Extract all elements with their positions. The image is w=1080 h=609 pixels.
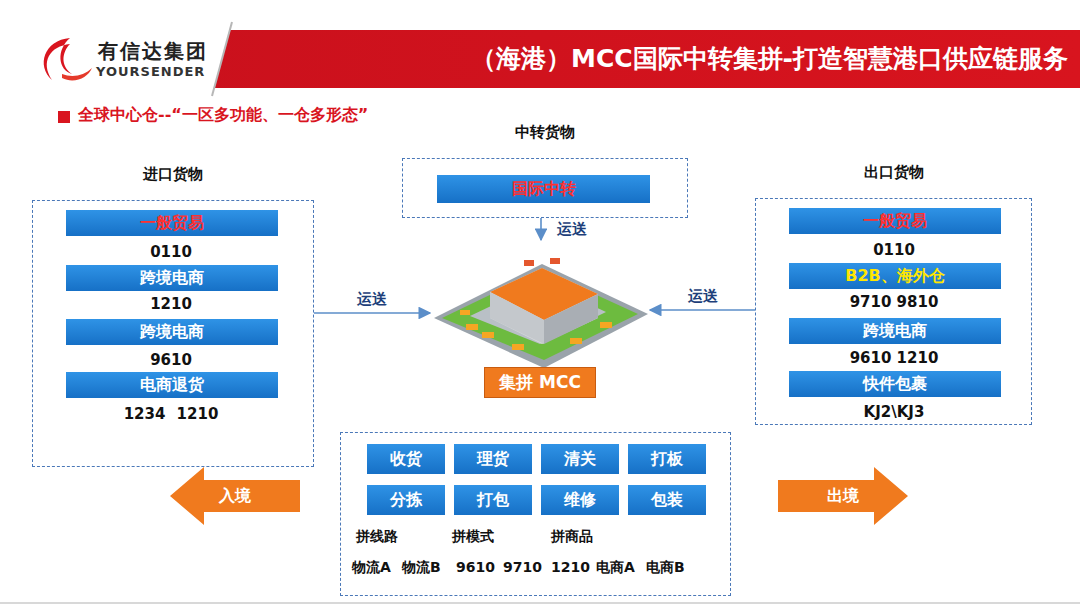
yard-edge	[434, 264, 648, 368]
label-bar: 跨境电商	[789, 318, 1001, 344]
label-bar: 收货	[367, 444, 445, 474]
label-bar: 打板	[628, 444, 706, 474]
edge-label: 运送	[686, 287, 720, 306]
dashed-group: 进口货物一般贸易跨境电商跨境电商电商退货	[32, 200, 314, 467]
edge-label: 运送	[355, 290, 389, 309]
node-text: 跨境电商	[863, 321, 927, 342]
node-text: 一般贸易	[863, 211, 927, 232]
node-text: 维修	[564, 490, 596, 511]
label-bar: 打包	[454, 485, 532, 515]
code-label: 0110	[873, 241, 915, 259]
bullet-square	[58, 111, 70, 123]
page-title: （海港）MCC国际中转集拼-打造智慧港口供应链服务	[471, 42, 1068, 75]
node-text: B2B、海外仓	[845, 266, 945, 287]
mode-heading: 拼模式	[452, 528, 494, 546]
warehouse-node: 集拼 MCC	[430, 240, 650, 398]
edge-label: 运送	[555, 220, 589, 239]
group-heading: 进口货物	[13, 165, 333, 184]
direction-arrow: 入境	[170, 467, 300, 525]
code-label: 电商A	[596, 559, 635, 577]
subtitle: 全球中心仓--“一区多功能、一仓多形态”	[78, 105, 368, 126]
connector-arrow	[314, 312, 430, 314]
node-text: 打板	[651, 449, 683, 470]
dashed-group: 中转货物国际中转	[402, 158, 688, 218]
logo-swoosh	[62, 68, 92, 80]
logo-text: 有信达集团	[98, 38, 208, 65]
node-text: 跨境电商	[140, 322, 204, 343]
label-bar: 理货	[454, 444, 532, 474]
code-label: 物流A	[352, 559, 391, 577]
code-label: 1234 1210	[124, 405, 219, 423]
label-bar: 维修	[541, 485, 619, 515]
arrow-body	[778, 467, 908, 525]
dashed-group: 出口货物一般贸易B2B、海外仓跨境电商快件包裹	[755, 198, 1032, 425]
mode-heading: 拼线路	[356, 528, 398, 546]
node-text: 包装	[651, 490, 683, 511]
direction-arrow: 出境	[778, 467, 908, 525]
label-bar: 电商退货	[66, 372, 278, 398]
node-text: 出境	[827, 486, 859, 507]
code-label: 9610	[150, 351, 192, 369]
code-label: 9610 1210	[850, 349, 939, 367]
label-bar: 国际中转	[437, 175, 650, 203]
mcc-label: 集拼 MCC	[484, 367, 596, 398]
node-text: 打包	[477, 490, 509, 511]
label-bar: 快件包裹	[789, 371, 1001, 397]
node-text: 入境	[219, 486, 251, 507]
connector-arrow	[540, 218, 542, 240]
group-heading: 中转货物	[383, 123, 707, 142]
code-label: 9610	[456, 559, 495, 575]
node-text: 收货	[390, 449, 422, 470]
footer-line	[0, 602, 1080, 604]
code-label: 9710 9810	[850, 293, 939, 311]
logo-panel	[0, 22, 232, 96]
node-text: 电商退货	[140, 375, 204, 396]
label-bar: 分拣	[367, 485, 445, 515]
label-bar: 包装	[628, 485, 706, 515]
node-text: 一般贸易	[140, 213, 204, 234]
code-label: 0110	[150, 243, 192, 261]
code-label: 1210	[551, 559, 590, 575]
label-bar: 清关	[541, 444, 619, 474]
code-label: 物流B	[402, 559, 441, 577]
building-wall	[490, 268, 598, 344]
code-label: 9710	[503, 559, 542, 575]
side-face	[544, 294, 598, 344]
label-bar: 跨境电商	[66, 265, 278, 291]
node-text: 快件包裹	[863, 374, 927, 395]
logo-text: YOURSENDER	[96, 64, 205, 79]
code-label: 电商B	[646, 559, 685, 577]
node-text: 国际中转	[512, 179, 576, 200]
group-heading: 出口货物	[736, 163, 1051, 182]
label-bar: 跨境电商	[66, 319, 278, 345]
arrow-body	[170, 467, 300, 525]
warehouse	[434, 258, 648, 368]
logo-crescent	[44, 38, 72, 80]
mode-heading: 拼商品	[551, 528, 593, 546]
node-text: 跨境电商	[140, 268, 204, 289]
trucks	[460, 310, 612, 350]
node-text: 分拣	[390, 490, 422, 511]
connector-arrow	[650, 309, 755, 311]
node-text: 清关	[564, 449, 596, 470]
containers	[524, 258, 560, 266]
label-bar: 一般贸易	[789, 208, 1001, 234]
code-label: 1210	[150, 295, 192, 313]
node-text: 理货	[477, 449, 509, 470]
label-bar: B2B、海外仓	[789, 263, 1001, 289]
code-label: KJ2\KJ3	[864, 403, 925, 421]
label-bar: 一般贸易	[66, 210, 278, 236]
logo-divider	[212, 22, 232, 96]
front-face	[490, 292, 544, 344]
